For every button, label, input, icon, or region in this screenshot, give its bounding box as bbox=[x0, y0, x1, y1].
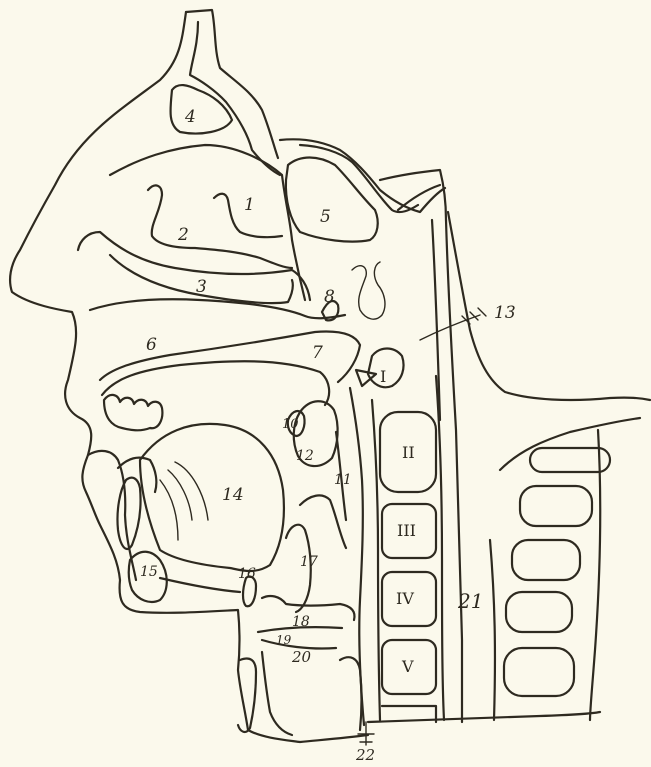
label-6: 6 bbox=[146, 335, 157, 355]
skull-base-line bbox=[300, 145, 418, 212]
nape-outline bbox=[448, 212, 650, 400]
tongue-outline bbox=[140, 424, 284, 571]
label-13-pointer bbox=[420, 308, 486, 340]
label-21: 21 bbox=[457, 589, 483, 613]
label-13: 13 bbox=[494, 303, 516, 323]
neck-skin-outline bbox=[490, 540, 495, 720]
spinous-process-3 bbox=[512, 540, 580, 580]
trachea-front bbox=[262, 652, 292, 735]
neck-back-line bbox=[590, 430, 600, 720]
lower-incisor bbox=[117, 478, 140, 549]
label-18: 18 bbox=[292, 614, 310, 630]
vocal-cords bbox=[258, 627, 342, 648]
middle-turbinate bbox=[148, 185, 292, 268]
label-17: 17 bbox=[300, 554, 318, 570]
trachea-rear bbox=[340, 657, 362, 730]
label-14: 14 bbox=[222, 485, 244, 505]
label-12: 12 bbox=[296, 448, 314, 464]
label-7: 7 bbox=[312, 343, 323, 363]
label-15: 15 bbox=[140, 564, 158, 580]
neck-posterior-outline bbox=[500, 418, 640, 470]
spinous-process-2 bbox=[520, 486, 592, 526]
label-22: 22 bbox=[355, 746, 375, 764]
vertebra-label-iv: IV bbox=[396, 589, 414, 608]
septum-top-outline bbox=[186, 10, 278, 158]
sphenoid-outline bbox=[190, 22, 280, 175]
label-4: 4 bbox=[184, 107, 196, 127]
vertebra-label-ii: II bbox=[402, 443, 415, 462]
label-5: 5 bbox=[320, 207, 331, 227]
label-8: 8 bbox=[324, 287, 335, 307]
posterior-pharyngeal-wall bbox=[350, 388, 364, 725]
spinal-canal-rear bbox=[436, 376, 444, 720]
spinal-cord-line bbox=[446, 220, 462, 722]
spinal-canal-front bbox=[372, 400, 380, 720]
tongue-fibers bbox=[160, 462, 208, 540]
vertebra-label-v: V bbox=[401, 657, 414, 676]
frontal-sinus-outline bbox=[170, 85, 232, 133]
atlas-anterior-arch bbox=[356, 370, 376, 386]
label-11: 11 bbox=[334, 472, 352, 488]
label-3: 3 bbox=[196, 277, 207, 297]
nasal-cavity-floor bbox=[78, 232, 310, 300]
label-19: 19 bbox=[276, 633, 292, 647]
oral-roof bbox=[102, 361, 329, 405]
hard-palate bbox=[90, 299, 345, 318]
spinous-process-5 bbox=[504, 648, 574, 696]
label-10: 10 bbox=[282, 417, 299, 432]
adenoid-tissue bbox=[352, 262, 385, 319]
label-20: 20 bbox=[291, 648, 312, 666]
vertebra-label-i: I bbox=[380, 367, 386, 386]
upper-teeth bbox=[104, 395, 162, 430]
label-16: 16 bbox=[238, 566, 256, 582]
label-2: 2 bbox=[177, 225, 189, 245]
spinous-process-4 bbox=[506, 592, 572, 632]
vertebra-label-iii: III bbox=[397, 521, 416, 540]
label-1: 1 bbox=[244, 195, 255, 215]
neck-bottom-line bbox=[368, 712, 600, 722]
